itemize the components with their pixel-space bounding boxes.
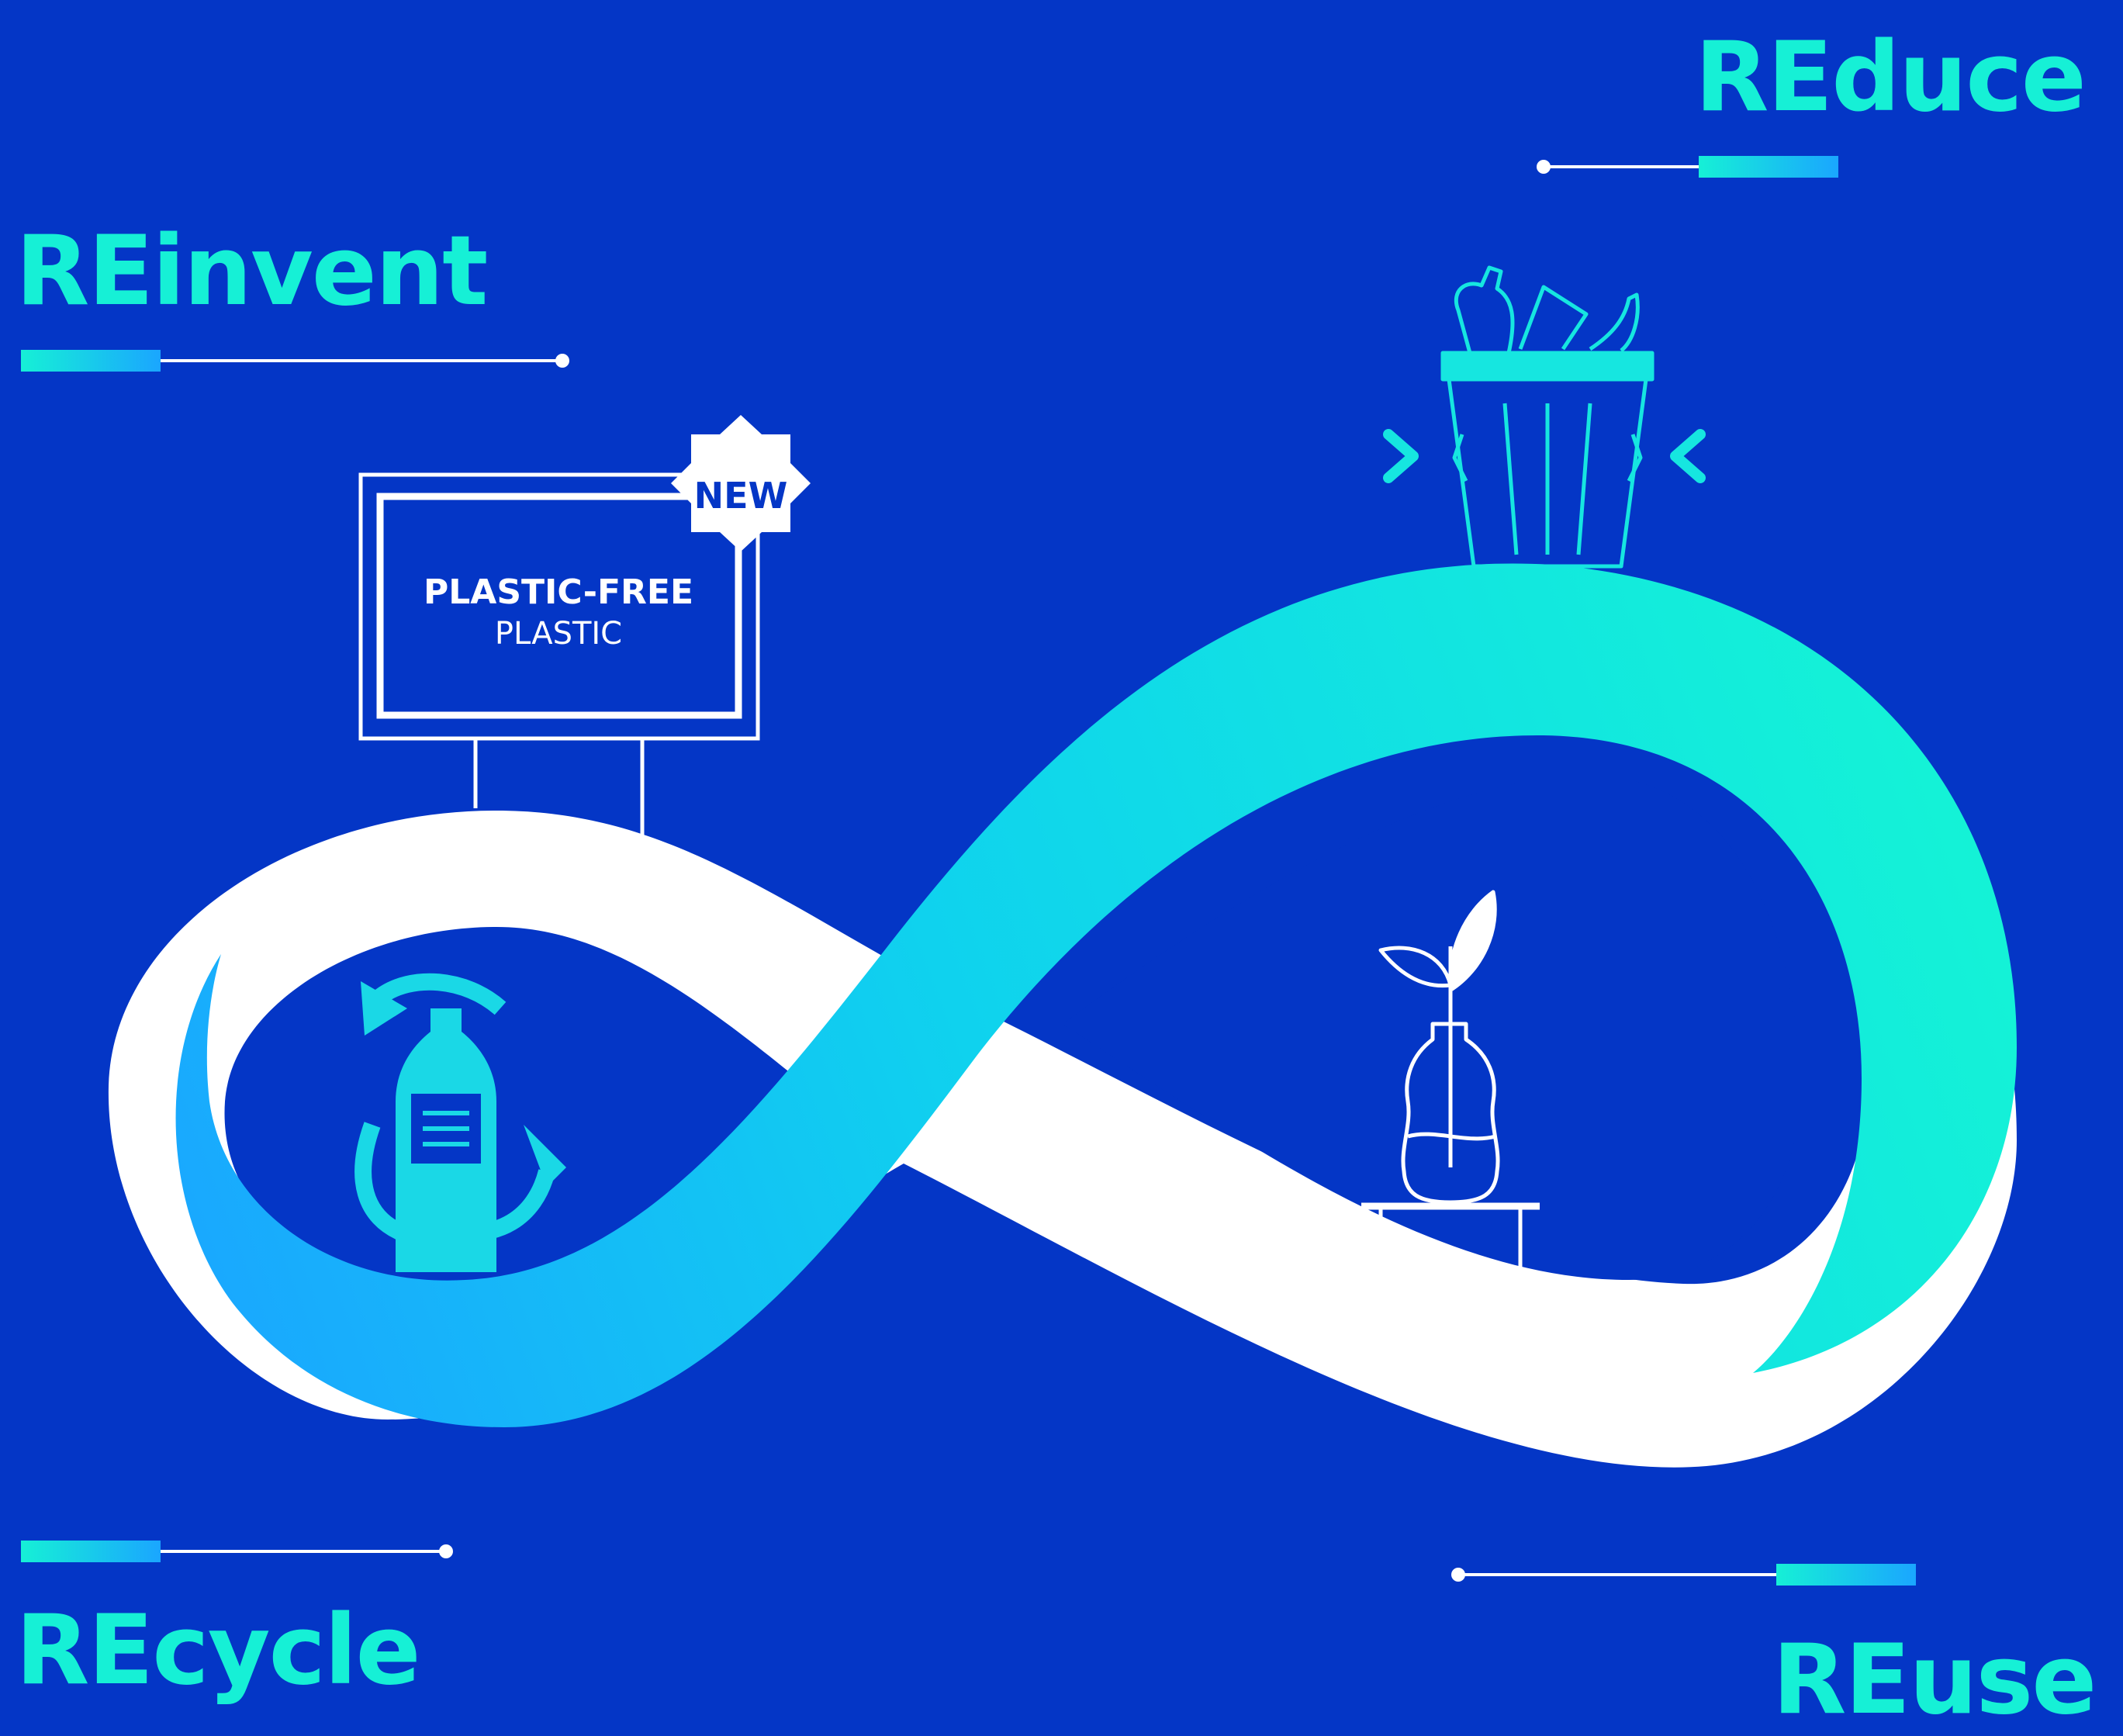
reduce-label: REduce — [1695, 22, 2087, 133]
recycle-label: REcycle — [16, 1595, 421, 1707]
reinvent-connector — [21, 350, 569, 372]
billboard-line-2: PLASTIC — [495, 616, 622, 652]
reuse-label: REuse — [1772, 1624, 2097, 1736]
reduce-connector — [1537, 156, 1838, 178]
reuse-connector — [1451, 1564, 1916, 1586]
new-badge: NEW — [671, 415, 811, 552]
compressed-trash-bin-icon — [1383, 265, 1706, 569]
recycle-bottle-icon — [354, 973, 566, 1272]
bottle-vase-plant-icon — [1361, 890, 1540, 1280]
billboard-line-1: PLASTIC-FREE — [424, 572, 693, 612]
billboard-icon — [358, 472, 760, 836]
reinvent-label: REinvent — [16, 216, 488, 327]
infinity-gradient-band — [175, 563, 2018, 1427]
recycle-connector — [21, 1541, 453, 1562]
new-badge-text: NEW — [694, 475, 788, 517]
